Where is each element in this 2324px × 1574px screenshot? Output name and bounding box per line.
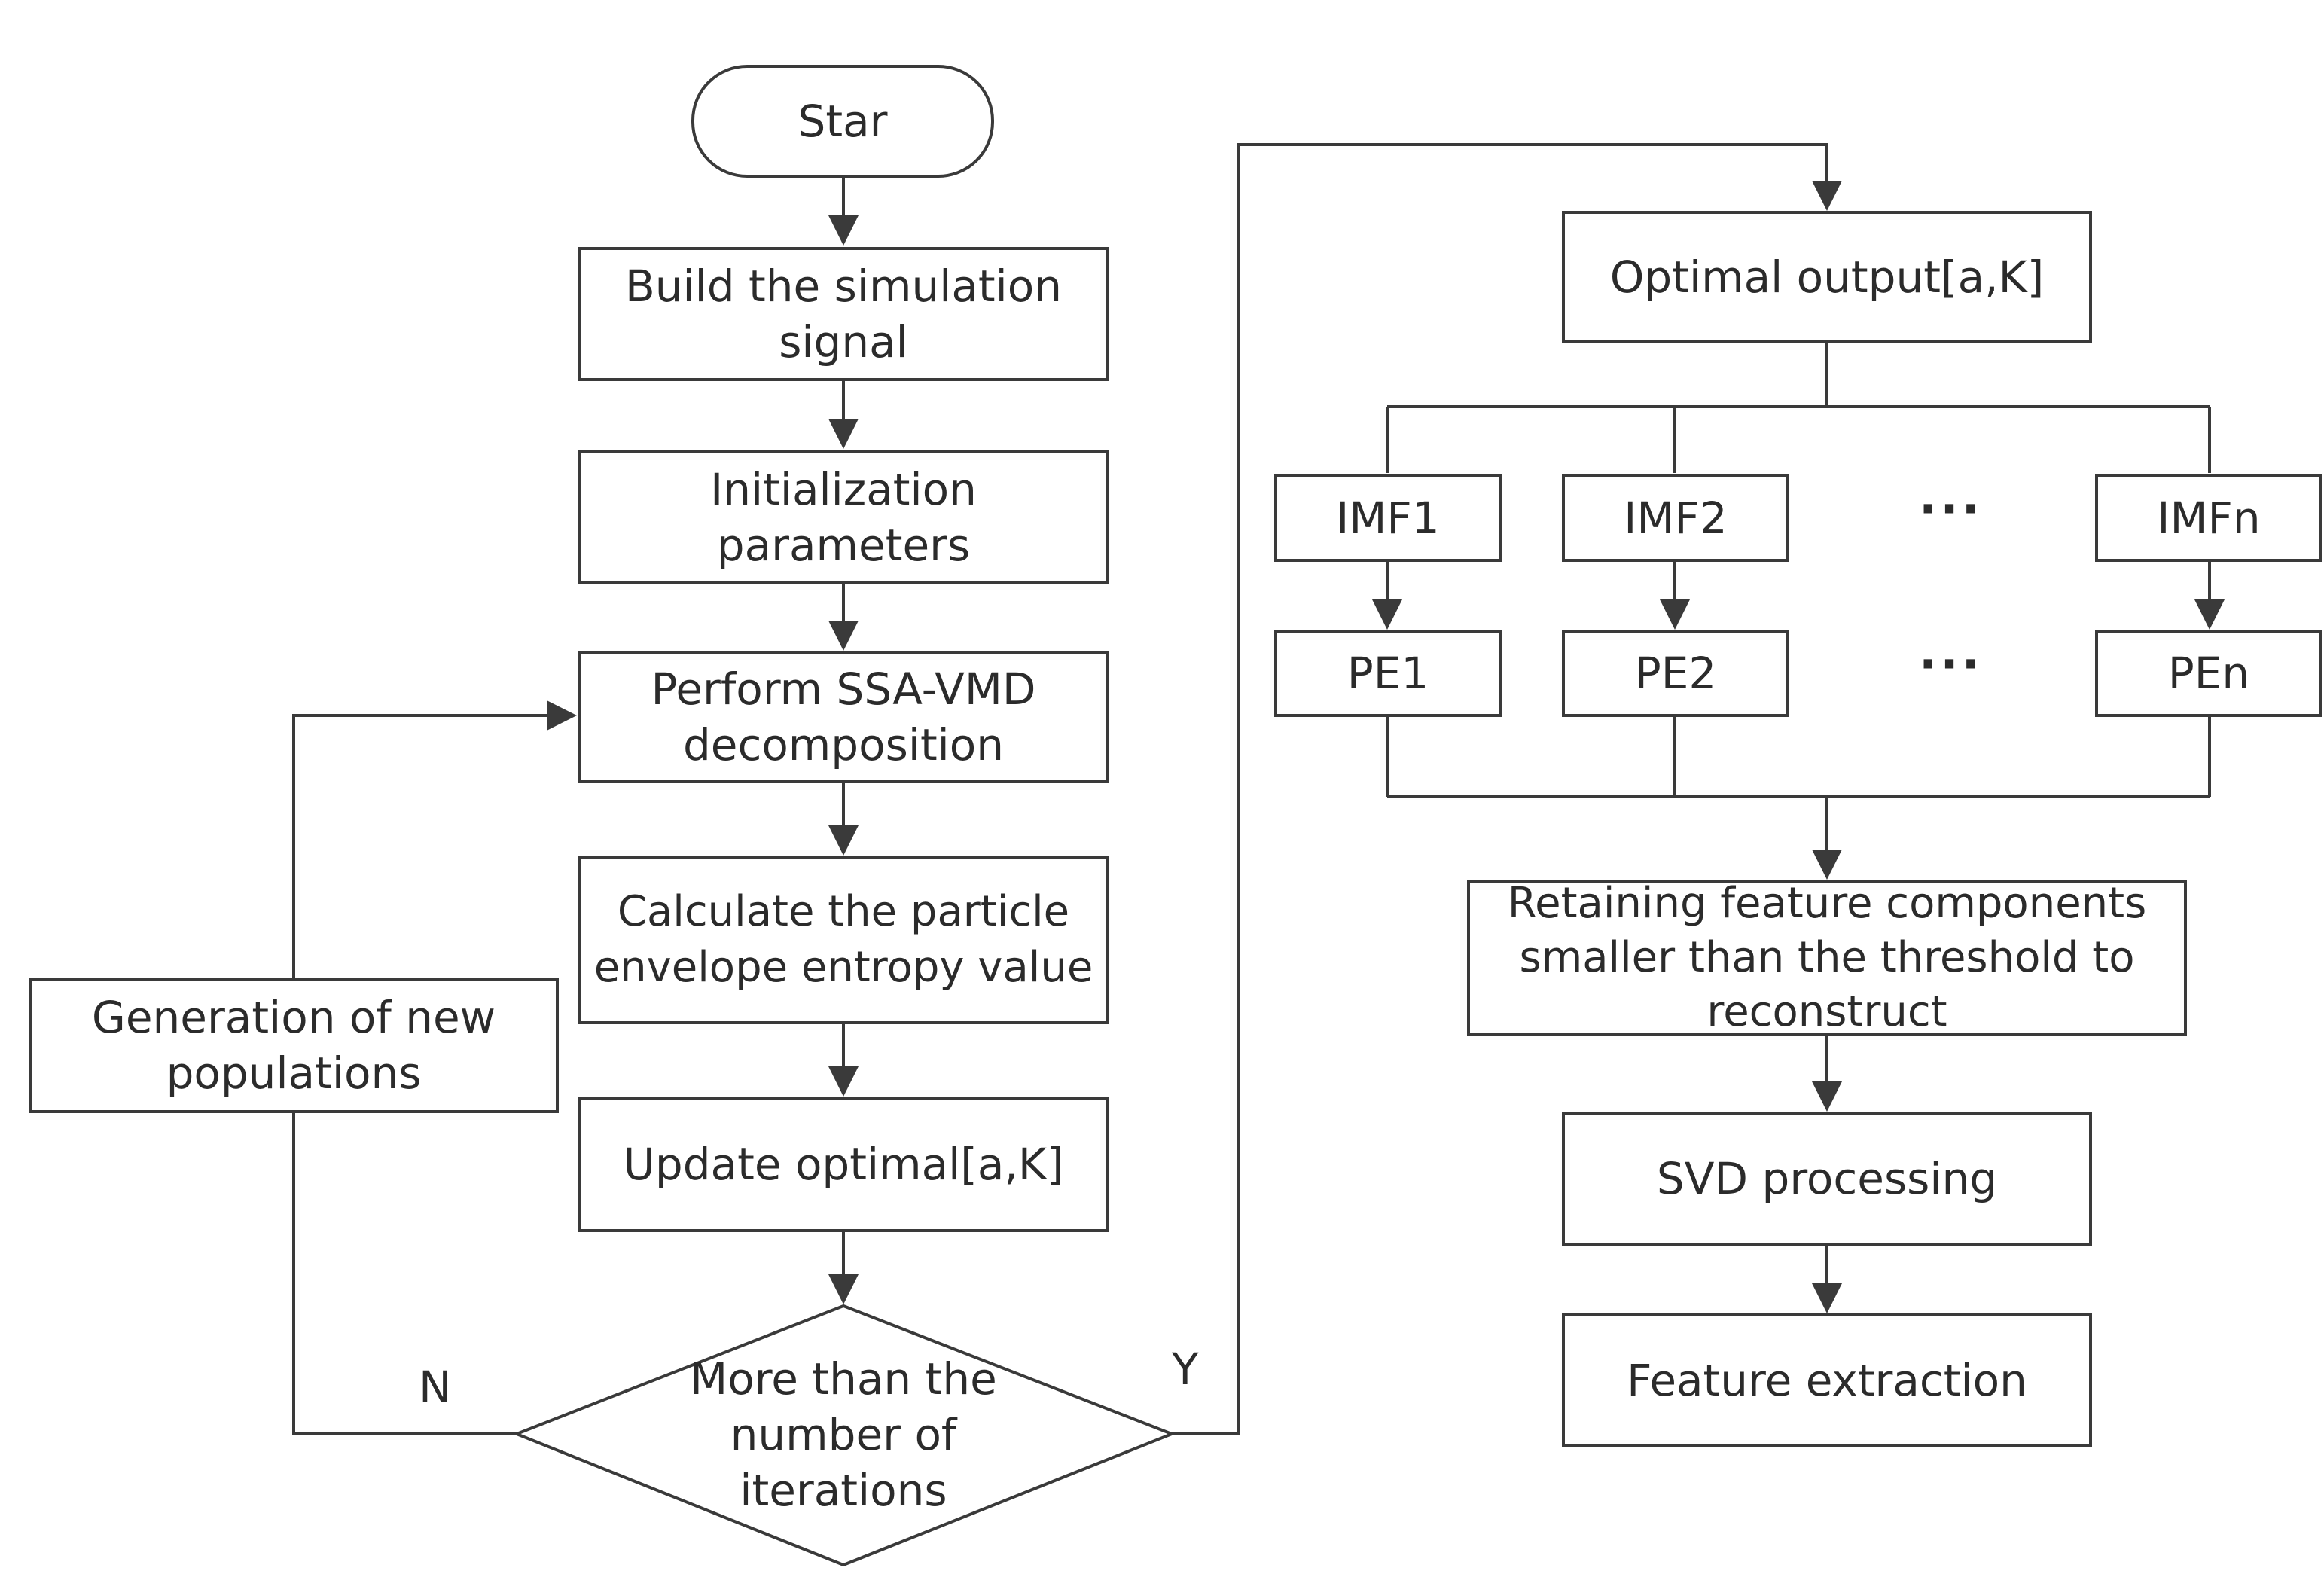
pen-label: PEn bbox=[2167, 648, 2250, 699]
decision-diamond bbox=[512, 1304, 1176, 1567]
update-optimal-box: Update optimal[a,K] bbox=[578, 1097, 1109, 1232]
init-params-label: Initialization parameters bbox=[710, 464, 977, 571]
arrow-newpop-to-ssa bbox=[292, 700, 577, 978]
optimal-output-label: Optimal output[a,K] bbox=[1609, 252, 2045, 303]
svd-box: SVD processing bbox=[1562, 1112, 2092, 1246]
new-population-box: Generation of new populations bbox=[29, 978, 559, 1113]
feature-box: Feature extraction bbox=[1562, 1313, 2092, 1447]
pe2-box: PE2 bbox=[1562, 630, 1789, 717]
retain-box: Retaining feature components smaller tha… bbox=[1467, 879, 2187, 1036]
calc-entropy-label: Calculate the particle envelope entropy … bbox=[593, 887, 1093, 992]
start-terminal-label: Star bbox=[798, 96, 888, 147]
pe1-box: PE1 bbox=[1274, 630, 1502, 717]
imf1-label: IMF1 bbox=[1336, 493, 1440, 544]
start-terminal: Star bbox=[691, 65, 994, 178]
imf2-label: IMF2 bbox=[1624, 493, 1728, 544]
imf-ellipsis: ··· bbox=[1919, 482, 1983, 538]
optimal-output-box: Optimal output[a,K] bbox=[1562, 211, 2092, 343]
calc-entropy-box: Calculate the particle envelope entropy … bbox=[578, 856, 1109, 1024]
build-signal-label: Build the simulation signal bbox=[625, 261, 1062, 368]
build-signal-box: Build the simulation signal bbox=[578, 247, 1109, 381]
ssa-vmd-box: Perform SSA-VMD decomposition bbox=[578, 651, 1109, 783]
imfn-label: IMFn bbox=[2157, 493, 2261, 544]
pe-ellipsis: ··· bbox=[1919, 637, 1983, 693]
pe1-label: PE1 bbox=[1347, 648, 1429, 699]
no-branch-label: N bbox=[419, 1362, 452, 1413]
arrow-decision-no-to-newpop bbox=[292, 1113, 517, 1435]
yes-branch-label: Y bbox=[1172, 1344, 1199, 1395]
imfn-box: IMFn bbox=[2095, 474, 2322, 562]
pen-box: PEn bbox=[2095, 630, 2322, 717]
pe2-label: PE2 bbox=[1634, 648, 1717, 699]
feature-label: Feature extraction bbox=[1627, 1355, 2027, 1406]
update-optimal-label: Update optimal[a,K] bbox=[623, 1139, 1064, 1190]
decision-label: More than the number of iterations bbox=[690, 1353, 997, 1516]
init-params-box: Initialization parameters bbox=[578, 450, 1109, 584]
decision-label-box: More than the number of iterations bbox=[663, 1348, 1024, 1521]
retain-label: Retaining feature components smaller tha… bbox=[1507, 879, 2147, 1036]
imf2-box: IMF2 bbox=[1562, 474, 1789, 562]
ssa-vmd-label: Perform SSA-VMD decomposition bbox=[651, 663, 1036, 770]
new-population-label: Generation of new populations bbox=[91, 992, 496, 1099]
svd-label: SVD processing bbox=[1656, 1153, 1998, 1204]
imf1-box: IMF1 bbox=[1274, 474, 1502, 562]
arrow-decision-yes-to-output bbox=[1172, 143, 1842, 1435]
